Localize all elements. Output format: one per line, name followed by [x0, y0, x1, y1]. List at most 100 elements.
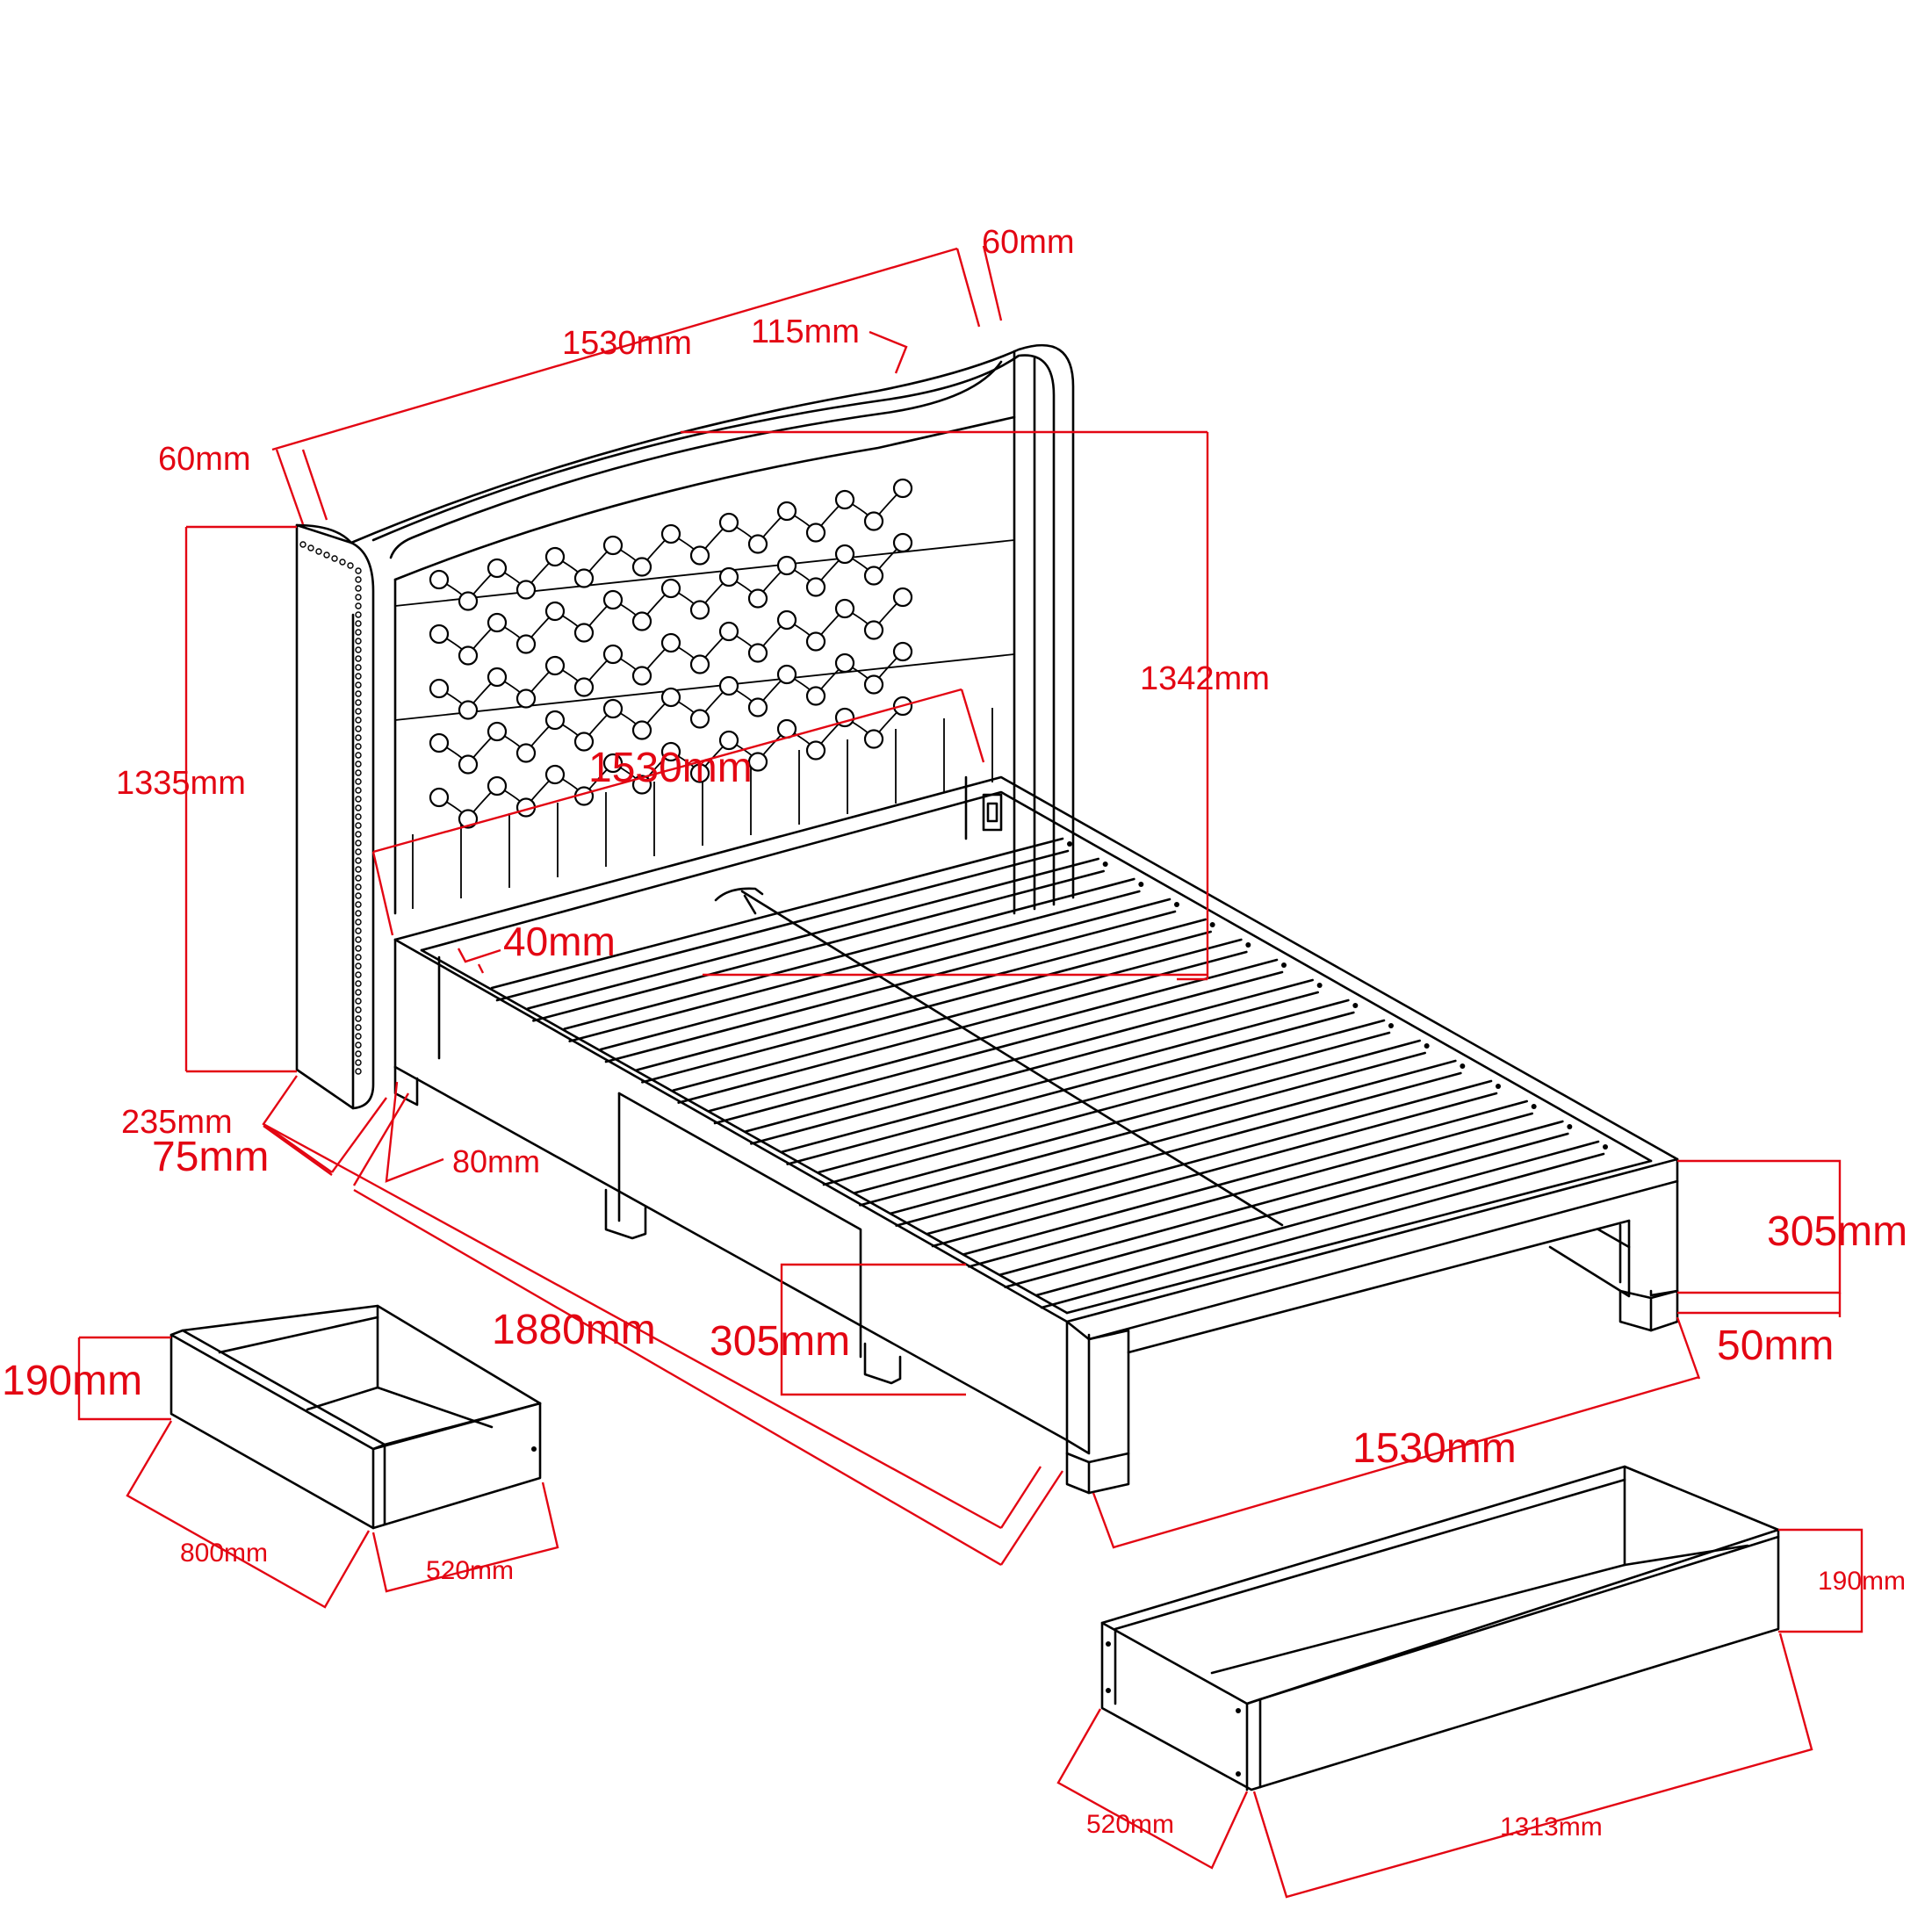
label-small-drawer-height: 190mm: [2, 1358, 142, 1404]
stud: [355, 989, 362, 996]
slat-screw: [1603, 1144, 1608, 1150]
label-bed-width: 1530mm: [1352, 1425, 1517, 1472]
stud: [355, 1033, 362, 1040]
tuft-button: [573, 623, 595, 643]
slat: [859, 1051, 1426, 1207]
tuft-button: [602, 589, 624, 610]
stud: [355, 787, 362, 794]
slat: [750, 991, 1319, 1145]
slat: [708, 958, 1279, 1113]
tuft-button: [718, 566, 739, 588]
label-headboard-side-height: 1335mm: [116, 765, 246, 802]
label-large-drawer-height: 190mm: [1818, 1567, 1906, 1596]
stud: [355, 936, 362, 943]
label-headboard-inner-width: 1530mm: [588, 745, 753, 791]
stud: [355, 752, 362, 759]
slat: [604, 910, 1177, 1063]
tuft-button: [863, 729, 884, 749]
slat-screw: [1209, 922, 1215, 927]
stud: [355, 848, 362, 855]
slat: [568, 890, 1141, 1042]
slat: [677, 950, 1248, 1104]
tuft-button: [776, 609, 797, 631]
stud: [355, 638, 362, 645]
slat-screw: [1460, 1063, 1466, 1069]
slat: [781, 998, 1350, 1153]
slat: [926, 1079, 1493, 1236]
slat-screw: [1496, 1084, 1501, 1089]
tuft-button: [458, 754, 479, 775]
tuft-button: [892, 532, 913, 553]
stud: [355, 699, 362, 706]
slat-screw: [1567, 1124, 1573, 1129]
tuft-button: [863, 566, 884, 586]
stud: [355, 998, 362, 1005]
stud: [355, 1015, 362, 1022]
stud: [339, 559, 346, 566]
tuft-button: [718, 675, 739, 696]
slat: [1004, 1132, 1569, 1288]
tuft-button: [863, 620, 884, 640]
label-small-drawer-length: 800mm: [180, 1539, 268, 1568]
tuft-button: [747, 697, 768, 717]
slat-screw: [1424, 1043, 1430, 1049]
stud: [355, 567, 362, 574]
tuft-button: [747, 643, 768, 663]
tuft-button: [458, 645, 479, 666]
slat-screw: [1067, 841, 1072, 847]
stud: [355, 646, 362, 653]
stud: [347, 562, 354, 569]
stud: [355, 840, 362, 847]
tuft-button: [805, 523, 826, 543]
stud: [355, 892, 362, 899]
tuft-button: [631, 557, 652, 577]
label-leg-height: 50mm: [1717, 1323, 1834, 1369]
tuft-button: [747, 534, 768, 554]
tuft-button: [718, 512, 739, 533]
tuft-button: [429, 678, 450, 699]
headboard-pleat-lines: [412, 708, 993, 909]
stud: [355, 681, 362, 688]
tuft-button: [487, 667, 508, 688]
stud: [355, 831, 362, 838]
stud: [355, 971, 362, 978]
slat-screw: [1281, 962, 1287, 968]
stud: [331, 555, 338, 562]
stud: [355, 629, 362, 636]
tuft-button: [747, 588, 768, 609]
tuft-button: [602, 698, 624, 719]
stud: [355, 778, 362, 785]
stud: [355, 927, 362, 934]
slat: [1040, 1152, 1605, 1309]
slat-screw: [1174, 902, 1179, 907]
tuft-button: [515, 743, 537, 763]
label-large-drawer-length: 1313mm: [1500, 1813, 1603, 1842]
label-wing-offset: 75mm: [152, 1134, 269, 1180]
tuft-button: [776, 664, 797, 685]
tuft-button: [544, 710, 566, 731]
slat: [563, 877, 1135, 1030]
tuft-button: [805, 686, 826, 706]
stud: [355, 611, 362, 618]
stud: [299, 541, 306, 548]
stud: [355, 664, 362, 671]
tuft-button: [834, 598, 855, 619]
tuft-button: [660, 632, 681, 653]
label-large-drawer-width: 520mm: [1086, 1810, 1174, 1839]
stud: [355, 954, 362, 961]
tuft-button: [660, 687, 681, 708]
stud: [355, 883, 362, 890]
stud: [355, 1006, 362, 1013]
tuft-button: [487, 721, 508, 742]
tuft-button: [602, 644, 624, 665]
tuft-button: [544, 546, 566, 567]
tuft-button: [429, 732, 450, 753]
slat: [636, 918, 1207, 1071]
stud: [355, 1068, 362, 1075]
stud: [355, 576, 362, 583]
tuft-button: [458, 591, 479, 611]
stud: [355, 585, 362, 592]
slat-screw: [1352, 1003, 1359, 1008]
stud: [315, 548, 322, 555]
tuft-button: [602, 535, 624, 556]
